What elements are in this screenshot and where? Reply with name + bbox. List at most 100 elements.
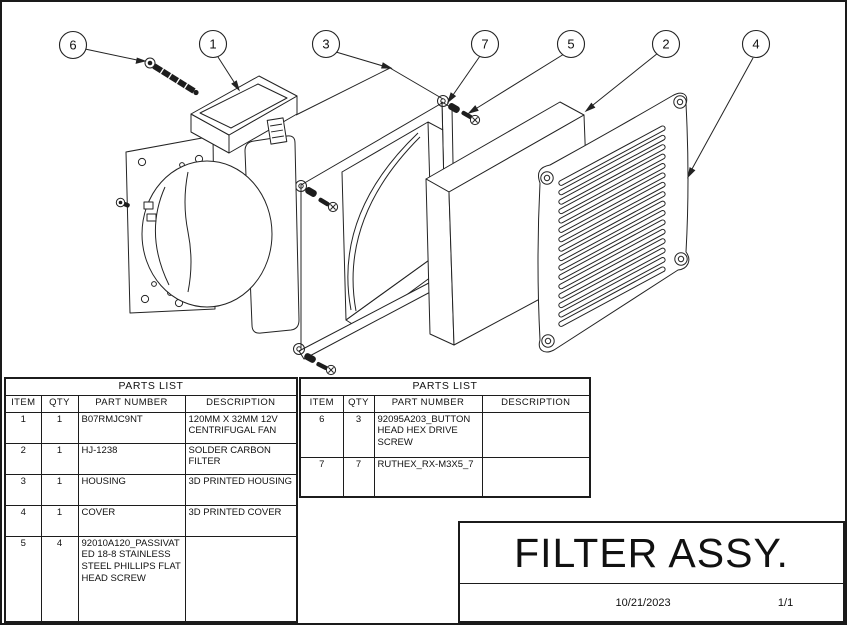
louver-slat — [558, 172, 666, 233]
balloon-5: 5 — [556, 29, 586, 59]
svg-text:3: 3 — [322, 37, 329, 52]
louver-slat — [558, 181, 666, 243]
cell-description — [184, 535, 298, 623]
balloon-2: 2 — [651, 29, 681, 59]
cover-louvers — [558, 125, 666, 327]
cell-qty: 1 — [40, 442, 79, 475]
cell-qty: 1 — [40, 473, 79, 506]
cell-item: 7 — [299, 456, 344, 498]
housing-back-edge — [295, 67, 391, 116]
svg-text:4: 4 — [752, 37, 759, 52]
louver-slat — [558, 257, 666, 318]
louver-slat — [558, 219, 666, 280]
col-header-item: ITEM — [299, 394, 344, 413]
cell-item: 2 — [4, 442, 42, 475]
col-header-qty: QTY — [40, 394, 79, 413]
louver-slat — [558, 200, 666, 262]
fan-connector — [266, 117, 288, 145]
louver-slat — [558, 125, 666, 186]
parts-row: 6 3 92095A203_BUTTON HEAD HEX DRIVE SCRE… — [299, 411, 591, 458]
cell-description: SOLDER CARBON FILTER — [184, 442, 298, 475]
parts-row: 1 1 B07RMJC9NT 120MM X 32MM 12V CENTRIFU… — [4, 411, 298, 444]
cell-qty: 7 — [342, 456, 375, 498]
phillips-screw — [461, 110, 481, 126]
parts-row: 2 1 HJ-1238 SOLDER CARBON FILTER — [4, 442, 298, 475]
col-header-description: DESCRIPTION — [184, 394, 298, 413]
parts-row: 4 1 COVER 3D PRINTED COVER — [4, 504, 298, 537]
balloons: 6 1 3 7 5 2 4 — [58, 29, 771, 60]
cell-qty: 1 — [40, 504, 79, 537]
louver-slat — [558, 238, 666, 299]
drawing-title: FILTER ASSY. — [514, 529, 789, 576]
sheet-number: 1/1 — [777, 597, 794, 609]
cell-item: 5 — [4, 535, 42, 623]
cell-part-number: COVER — [77, 504, 186, 537]
plate-screw — [115, 197, 130, 208]
drawing-date: 10/21/2023 — [615, 597, 671, 609]
cell-description: 3D PRINTED HOUSING — [184, 473, 298, 506]
louver-slat — [558, 163, 666, 224]
threaded-insert — [304, 103, 460, 363]
louvered-cover — [537, 92, 690, 353]
svg-text:5: 5 — [567, 37, 574, 52]
cell-item: 6 — [299, 411, 344, 458]
cell-description: 3D PRINTED COVER — [184, 504, 298, 537]
svg-text:1: 1 — [209, 37, 216, 52]
cell-qty: 3 — [342, 411, 375, 458]
cell-part-number: 92095A203_BUTTON HEAD HEX DRIVE SCREW — [373, 411, 483, 458]
louver-slat — [558, 134, 666, 196]
housing-back-edge — [389, 67, 444, 100]
parts-list-left: PARTS LIST ITEM QTY PART NUMBER DESCRIPT… — [4, 377, 299, 623]
phillips-screw — [318, 197, 339, 213]
cell-description — [481, 456, 591, 498]
cell-qty: 1 — [40, 411, 79, 444]
cell-part-number: B07RMJC9NT — [77, 411, 186, 444]
louver-slat — [558, 247, 666, 309]
parts-row: 5 4 92010A120_PASSIVATED 18-8 STAINLESS … — [4, 535, 298, 623]
balloon-7: 7 — [470, 29, 500, 59]
svg-text:7: 7 — [481, 37, 488, 52]
parts-row: 3 1 HOUSING 3D PRINTED HOUSING — [4, 473, 298, 506]
parts-list-title: PARTS LIST — [4, 377, 298, 396]
balloon-3: 3 — [311, 29, 341, 59]
parts-row: 7 7 RUTHEX_RX-M3X5_7 — [299, 456, 591, 498]
louver-slat — [558, 228, 666, 290]
cover-corner-holes — [540, 95, 688, 348]
balloon-6: 6 — [58, 30, 88, 60]
col-header-description: DESCRIPTION — [481, 394, 591, 413]
fan-outlet-duct — [190, 75, 298, 154]
louver-slat — [558, 153, 666, 215]
cell-description: 120MM X 32MM 12V CENTRIFUGAL FAN — [184, 411, 298, 444]
button-head-screw — [144, 57, 199, 96]
balloon-1: 1 — [198, 29, 228, 59]
hardware — [144, 57, 481, 376]
cell-item: 3 — [4, 473, 42, 506]
housing-part — [293, 67, 456, 360]
cell-item: 4 — [4, 504, 42, 537]
louver-slat — [558, 191, 666, 252]
cell-part-number: 92010A120_PASSIVATED 18-8 STAINLESS STEE… — [77, 535, 186, 623]
parts-list-right: PARTS LIST ITEM QTY PART NUMBER DESCRIPT… — [299, 377, 592, 498]
col-header-part-number: PART NUMBER — [77, 394, 186, 413]
louver-slat — [558, 266, 666, 327]
louver-slat — [558, 144, 666, 205]
fan-assembly — [115, 75, 300, 334]
col-header-part-number: PART NUMBER — [373, 394, 483, 413]
parts-list-title: PARTS LIST — [299, 377, 591, 396]
cell-description — [481, 411, 591, 458]
phillips-screw — [316, 362, 337, 376]
col-header-qty: QTY — [342, 394, 375, 413]
svg-text:2: 2 — [662, 37, 669, 52]
svg-text:6: 6 — [69, 38, 76, 53]
cell-part-number: HOUSING — [77, 473, 186, 506]
blower-scroll — [141, 160, 273, 308]
leader-lines — [84, 48, 754, 179]
louver-slat — [558, 210, 666, 271]
cell-part-number: RUTHEX_RX-M3X5_7 — [373, 456, 483, 498]
cell-qty: 4 — [40, 535, 79, 623]
cell-item: 1 — [4, 411, 42, 444]
cell-part-number: HJ-1238 — [77, 442, 186, 475]
col-header-item: ITEM — [4, 394, 42, 413]
